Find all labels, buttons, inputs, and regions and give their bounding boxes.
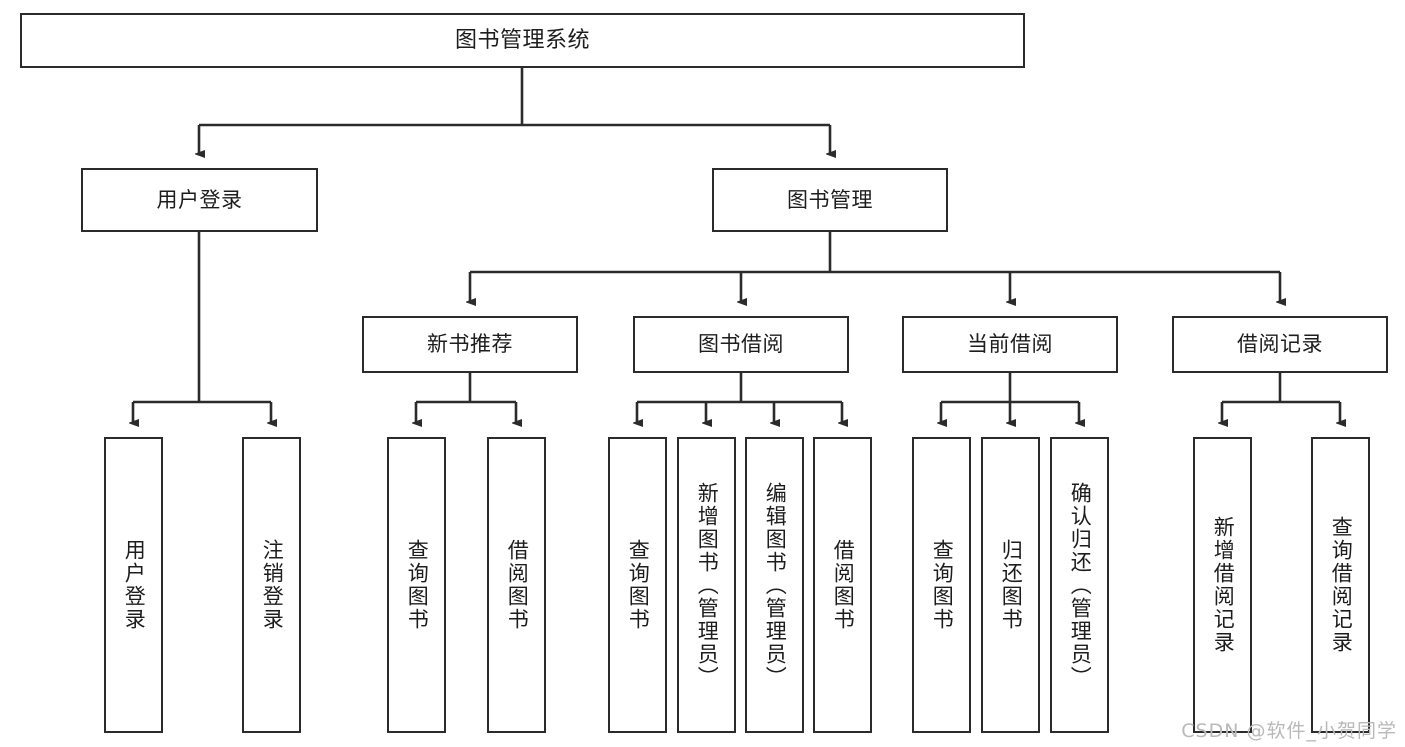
node-root-book-management-system[interactable]: 图书管理系统 bbox=[20, 13, 1025, 68]
leaf-query-book-recommendation[interactable]: 查询图书 bbox=[387, 437, 446, 733]
node-label: 查询图书 bbox=[405, 539, 430, 631]
node-current-borrowing[interactable]: 当前借阅 bbox=[902, 316, 1118, 373]
node-label: 注销登录 bbox=[260, 539, 285, 631]
node-borrowing-records[interactable]: 借阅记录 bbox=[1172, 316, 1388, 373]
node-label: 新增借阅记录 bbox=[1211, 516, 1236, 654]
leaf-add-borrow-record[interactable]: 新增借阅记录 bbox=[1193, 437, 1252, 733]
leaf-confirm-return-admin[interactable]: 确认归还（管理员） bbox=[1050, 437, 1109, 733]
node-label: 确认归还（管理员） bbox=[1068, 481, 1093, 689]
leaf-user-login[interactable]: 用户登录 bbox=[104, 437, 163, 733]
node-label: 新书推荐 bbox=[427, 332, 513, 357]
csdn-watermark: CSDN @软件_小贺同学 bbox=[1181, 720, 1397, 742]
node-label: 图书管理 bbox=[787, 187, 873, 212]
node-label: 图书管理系统 bbox=[454, 27, 590, 53]
node-label: 借阅记录 bbox=[1237, 332, 1323, 357]
node-book-management[interactable]: 图书管理 bbox=[712, 168, 948, 232]
leaf-query-book-current[interactable]: 查询图书 bbox=[912, 437, 971, 733]
leaf-add-book-admin[interactable]: 新增图书（管理员） bbox=[677, 437, 736, 733]
leaf-logout-login[interactable]: 注销登录 bbox=[242, 437, 301, 733]
node-label: 新增图书（管理员） bbox=[695, 481, 720, 689]
node-label: 查询图书 bbox=[626, 539, 651, 631]
node-user-login[interactable]: 用户登录 bbox=[81, 168, 318, 232]
node-label: 查询图书 bbox=[930, 539, 955, 631]
node-new-book-recommendation[interactable]: 新书推荐 bbox=[362, 316, 578, 373]
node-label: 用户登录 bbox=[156, 187, 243, 212]
node-label: 编辑图书（管理员） bbox=[763, 481, 788, 689]
leaf-edit-book-admin[interactable]: 编辑图书（管理员） bbox=[745, 437, 804, 733]
node-label: 归还图书 bbox=[999, 539, 1024, 631]
node-label: 图书借阅 bbox=[698, 332, 784, 357]
node-book-borrowing[interactable]: 图书借阅 bbox=[633, 316, 849, 373]
node-label: 借阅图书 bbox=[831, 539, 856, 631]
leaf-borrow-book-borrowing[interactable]: 借阅图书 bbox=[813, 437, 872, 733]
leaf-borrow-book-recommendation[interactable]: 借阅图书 bbox=[487, 437, 546, 733]
node-label: 借阅图书 bbox=[505, 539, 530, 631]
leaf-return-book[interactable]: 归还图书 bbox=[981, 437, 1040, 733]
node-label: 用户登录 bbox=[122, 539, 147, 631]
leaf-query-borrow-record[interactable]: 查询借阅记录 bbox=[1311, 437, 1370, 733]
node-label: 查询借阅记录 bbox=[1329, 516, 1354, 654]
node-label: 当前借阅 bbox=[967, 332, 1053, 357]
leaf-query-book-borrowing[interactable]: 查询图书 bbox=[608, 437, 667, 733]
